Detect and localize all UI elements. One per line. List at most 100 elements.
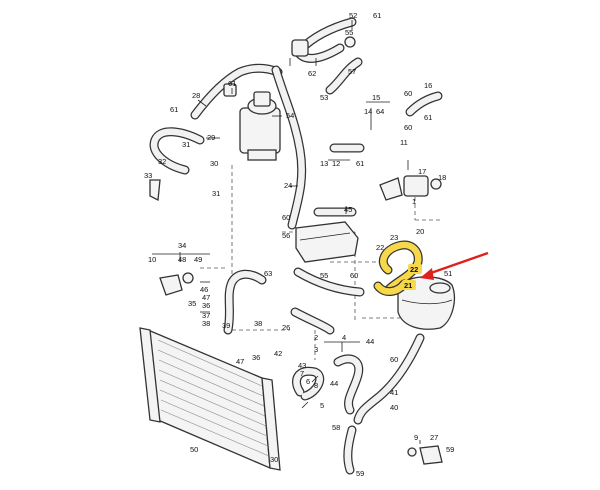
label-11: 11 [400,138,408,147]
label-63: 63 [264,269,272,278]
label-16: 16 [424,81,432,90]
label-55: 55 [345,28,353,37]
hose-57 [325,57,363,95]
radiator-fins [157,339,270,457]
label-20: 20 [416,227,424,236]
label-44: 44 [366,337,374,346]
label-38b: 38 [254,319,262,328]
connector-48 [159,272,194,296]
label-27: 27 [430,433,438,442]
label-18: 18 [438,173,446,182]
label-62: 62 [308,69,316,78]
label-53: 53 [320,93,328,102]
label-44b: 44 [330,379,338,388]
label-14: 14 [364,107,372,116]
highlight-badge-22 [408,264,422,274]
label-49: 49 [194,255,202,264]
hose-32 [149,127,205,175]
label-5: 5 [320,401,324,410]
label-3: 3 [314,345,318,354]
label-50: 50 [190,445,198,454]
hose-16 [405,91,443,117]
label-47: 47 [202,293,210,302]
leader-lines [152,20,421,444]
label-46: 46 [200,285,208,294]
label-42: 42 [274,349,282,358]
label-26: 26 [282,323,290,332]
label-52: 52 [349,11,357,20]
label-35: 35 [188,299,196,308]
label-30: 30 [210,159,218,168]
lower-hoses [290,307,425,475]
label-39: 39 [222,321,230,330]
label-10: 10 [148,255,156,264]
label-12: 12 [332,159,340,168]
label-60c: 60 [282,213,290,222]
label-13: 13 [320,159,328,168]
hose-28 [190,63,283,120]
label-64: 64 [376,107,384,116]
label-51: 51 [444,269,452,278]
label-22-highlighted: 22 [410,265,418,274]
label-37: 37 [202,311,210,320]
red-pointer-arrow [420,251,489,280]
label-57: 57 [348,67,356,76]
label-60: 60 [404,89,412,98]
label-31: 31 [182,140,190,149]
temp-sensor-27 [407,445,443,465]
label-61c: 61 [170,105,178,114]
upper-coolant-pipe [291,17,357,63]
label-32: 32 [158,157,166,166]
pipe-55-lower [293,267,365,297]
label-48: 48 [178,255,186,264]
label-8: 8 [314,381,318,390]
label-45: 45 [344,205,352,214]
cooler-56 [295,221,359,263]
label-43: 43 [298,361,306,370]
label-2: 2 [314,333,318,342]
label-34: 34 [178,241,186,250]
label-31b: 31 [212,189,220,198]
label-33: 33 [144,171,152,180]
label-41: 41 [390,388,398,397]
label-38: 38 [202,319,210,328]
label-60e: 60 [390,355,398,364]
label-47b: 47 [236,357,244,366]
label-6: 6 [306,377,310,386]
hose-46 [223,269,267,335]
bracket-33 [149,179,161,202]
label-7: 7 [300,369,304,378]
label-4: 4 [342,333,346,342]
label-29: 29 [207,133,215,142]
label-23: 23 [390,233,398,242]
label-55b: 55 [320,271,328,280]
label-40: 40 [390,403,398,412]
label-17: 17 [418,167,426,176]
label-28: 28 [192,91,200,100]
label-1: 1 [412,197,416,206]
label-61b: 61 [228,79,236,88]
hose-24 [271,65,307,230]
label-56: 56 [282,231,290,240]
label-36b: 36 [252,353,260,362]
label-54: 54 [286,111,294,120]
label-61d: 61 [356,159,364,168]
callout-labels: 52 61 55 62 53 57 28 61 61 31 54 29 30 3… [144,11,454,478]
label-30b: 30 [270,455,278,464]
label-61: 61 [373,11,381,20]
oil-filter-housing [239,91,281,161]
label-24: 24 [284,181,292,190]
label-61e: 61 [424,113,432,122]
label-15: 15 [372,93,380,102]
label-36: 36 [202,301,210,310]
label-60b: 60 [404,123,412,132]
label-22: 22 [376,243,384,252]
label-60d: 60 [350,271,358,280]
label-9: 9 [414,433,418,442]
label-58: 58 [332,423,340,432]
radiator [139,327,281,471]
label-59: 59 [446,445,454,454]
label-21-highlighted: 21 [404,281,412,290]
thermostat-housing [379,175,442,201]
